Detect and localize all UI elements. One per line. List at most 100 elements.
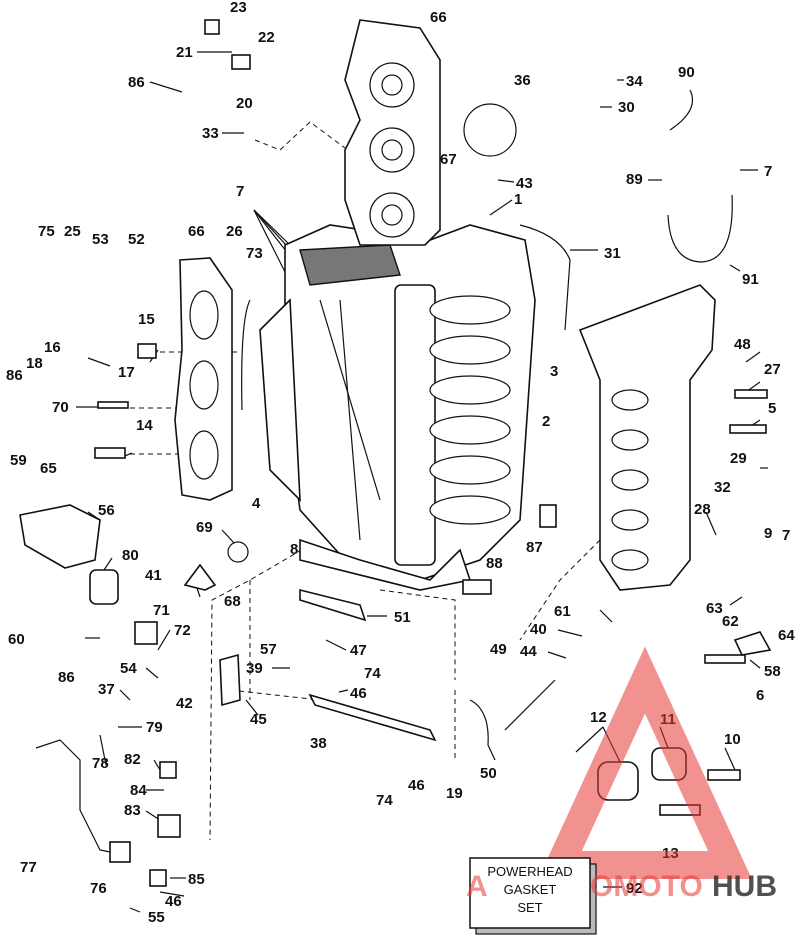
part-label: 57 bbox=[260, 641, 277, 658]
cylinder-bores bbox=[429, 295, 511, 525]
plate-58 bbox=[733, 631, 772, 656]
part-label: 32 bbox=[714, 479, 731, 496]
part-label: 36 bbox=[514, 72, 531, 89]
part-label: 7 bbox=[764, 163, 772, 180]
block-88 bbox=[462, 579, 492, 595]
plug-14 bbox=[94, 447, 126, 459]
part-label: 79 bbox=[146, 719, 163, 736]
part-label: 44 bbox=[520, 643, 537, 660]
part-label: 86 bbox=[128, 74, 145, 91]
gasket-set-box: POWERHEAD GASKET SET bbox=[469, 857, 597, 935]
part-label: 1 bbox=[514, 191, 522, 208]
part-label: 86 bbox=[6, 367, 23, 384]
part-label: 18 bbox=[26, 355, 43, 372]
gasket-box-line2: GASKET bbox=[504, 882, 557, 897]
watermark-word-hub: HUB bbox=[712, 870, 777, 903]
part-label: 85 bbox=[188, 871, 205, 888]
part-label: 8 bbox=[290, 541, 298, 558]
part-label: 25 bbox=[64, 223, 81, 240]
part-label: 40 bbox=[530, 621, 547, 638]
part-label: 63 bbox=[706, 600, 723, 617]
head-gasket-side bbox=[174, 257, 233, 501]
block-87 bbox=[539, 504, 557, 528]
hose-91 bbox=[667, 194, 733, 263]
part-label: 51 bbox=[394, 609, 411, 626]
part-label: 22 bbox=[258, 29, 275, 46]
sensor-76 bbox=[109, 841, 131, 863]
part-label: 66 bbox=[188, 223, 205, 240]
part-label: 58 bbox=[764, 663, 781, 680]
bracket-45 bbox=[219, 653, 241, 707]
part-label: 66 bbox=[430, 9, 447, 26]
part-label: 34 bbox=[626, 73, 643, 90]
part-label: 37 bbox=[98, 681, 115, 698]
bracket-83 bbox=[157, 814, 181, 838]
watermark-letter-a: A bbox=[466, 870, 488, 903]
part-label: 33 bbox=[202, 125, 219, 142]
part-label: 76 bbox=[90, 880, 107, 897]
part-label: 28 bbox=[694, 501, 711, 518]
bolt-70 bbox=[97, 401, 129, 409]
link-arm-38 bbox=[308, 693, 437, 742]
part-label: 50 bbox=[480, 765, 497, 782]
part-label: 43 bbox=[516, 175, 533, 192]
part-label: 39 bbox=[246, 660, 263, 677]
part-label: 90 bbox=[678, 64, 695, 81]
part-label: 92 bbox=[626, 880, 643, 897]
part-label: 52 bbox=[128, 231, 145, 248]
part-label: 91 bbox=[742, 271, 759, 288]
part-label: 82 bbox=[124, 751, 141, 768]
part-label: 30 bbox=[618, 99, 635, 116]
assembly-dashed-lines bbox=[130, 121, 601, 841]
part-label: 84 bbox=[130, 782, 147, 799]
part-label: 47 bbox=[350, 642, 367, 659]
part-label: 27 bbox=[764, 361, 781, 378]
part-label: 71 bbox=[153, 602, 170, 619]
part-label: 14 bbox=[136, 417, 153, 434]
part-label: 55 bbox=[148, 909, 165, 926]
part-label: 7 bbox=[782, 527, 790, 544]
part-label: 6 bbox=[756, 687, 764, 704]
part-label: 60 bbox=[8, 631, 25, 648]
bolt-10 bbox=[707, 769, 741, 781]
sensor-78 bbox=[99, 734, 107, 766]
part-label: 17 bbox=[118, 364, 135, 381]
grommet-68 bbox=[183, 563, 217, 591]
part-label: 5 bbox=[768, 400, 776, 417]
linkage-51 bbox=[299, 588, 367, 622]
part-label: 42 bbox=[176, 695, 193, 712]
part-label: 72 bbox=[174, 622, 191, 639]
bushing-80 bbox=[89, 569, 119, 605]
gasket-box-line3: SET bbox=[517, 900, 542, 915]
exhaust-manifold bbox=[578, 284, 716, 591]
part-label: 61 bbox=[554, 603, 571, 620]
part-label: 46 bbox=[165, 893, 182, 910]
head-gasket-top bbox=[344, 19, 441, 246]
part-label: 64 bbox=[778, 627, 795, 644]
watermark-text: A OMOTO HUB bbox=[466, 870, 777, 903]
cylinder-block bbox=[259, 224, 536, 591]
part-label: 41 bbox=[145, 567, 162, 584]
part-label: 73 bbox=[246, 245, 263, 262]
hose-73 bbox=[241, 299, 251, 411]
part-label: 77 bbox=[20, 859, 37, 876]
part-label: 68 bbox=[224, 593, 241, 610]
part-label: 4 bbox=[252, 495, 261, 512]
part-label: 74 bbox=[364, 665, 381, 682]
shaft-49 bbox=[504, 679, 556, 731]
cap-23 bbox=[204, 19, 220, 35]
part-label: 19 bbox=[446, 785, 463, 802]
part-label: 48 bbox=[734, 336, 751, 353]
part-label: 15 bbox=[138, 311, 155, 328]
part-label: 45 bbox=[250, 711, 267, 728]
part-label: 26 bbox=[226, 223, 243, 240]
watermark-logo bbox=[538, 646, 752, 879]
part-label: 54 bbox=[120, 660, 137, 677]
part-label: 23 bbox=[230, 0, 247, 16]
watermark-word-omoto: OMOTO bbox=[590, 870, 703, 903]
bolt-5 bbox=[729, 424, 767, 434]
part-label: 46 bbox=[350, 685, 367, 702]
part-label: 49 bbox=[490, 641, 507, 658]
part-label: 78 bbox=[92, 755, 109, 772]
